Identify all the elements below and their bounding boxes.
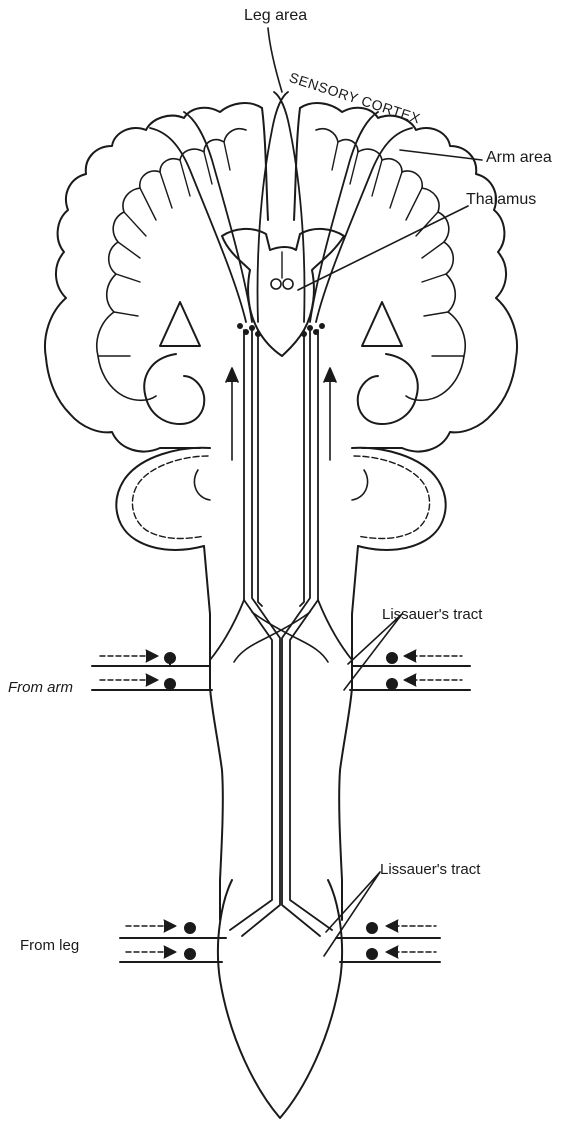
lissauer-pointer-lower: [324, 872, 380, 956]
ascending-tract-left-group: [230, 330, 280, 936]
right-temporal-lobe: [358, 354, 418, 424]
conus-medullaris: [218, 880, 342, 1118]
right-cerebellar-lobe: [352, 448, 446, 550]
left-cortex-sulci: [98, 142, 230, 356]
longitudinal-fissure: [262, 108, 300, 220]
left-cortex-gyri: [97, 129, 246, 401]
arm-crossing-right: [318, 600, 352, 660]
left-midbrain-fold: [194, 470, 210, 500]
left-lateral-ventricle: [160, 302, 200, 346]
arm-crossing-left: [210, 600, 244, 660]
label-leg-area: Leg area: [244, 8, 307, 24]
spinal-cord-left-edge: [204, 546, 223, 920]
left-cerebellar-inner: [132, 456, 208, 538]
arm-nerves-right: [350, 650, 470, 690]
thalamic-synapses: [237, 323, 325, 337]
left-hemisphere-outline: [45, 103, 262, 451]
left-temporal-lobe: [144, 354, 204, 424]
right-hemisphere-outline: [300, 103, 517, 451]
spinal-cord-right-edge: [339, 546, 358, 920]
label-thalamus: Thalamus: [466, 192, 536, 208]
label-arm-area: Arm area: [486, 150, 552, 166]
label-from-arm: From arm: [8, 680, 73, 695]
thalamus-pointer: [298, 206, 468, 290]
right-midbrain-fold: [352, 470, 368, 500]
arm-nerves-left: [92, 650, 212, 690]
right-cortex-gyri: [316, 129, 465, 401]
label-lissauer-lower: Lissauer's tract: [380, 862, 480, 877]
leg-area-pointer: [268, 28, 282, 92]
label-from-leg: From leg: [20, 938, 79, 953]
ascending-tract-right-group: [282, 330, 332, 936]
third-ventricle-left: [271, 279, 281, 289]
leg-nerves-right: [336, 920, 440, 962]
right-cerebellar-inner: [354, 456, 430, 538]
upward-flow-arrows: [226, 368, 336, 460]
right-cortex-sulci: [332, 142, 464, 356]
label-lissauer-upper: Lissauer's tract: [382, 607, 482, 622]
third-ventricle-right: [283, 279, 293, 289]
left-cerebellar-lobe: [116, 448, 210, 550]
right-lateral-ventricle: [362, 302, 402, 346]
thalamocortical-radiations: [150, 92, 412, 322]
leg-nerves-left: [120, 920, 226, 962]
